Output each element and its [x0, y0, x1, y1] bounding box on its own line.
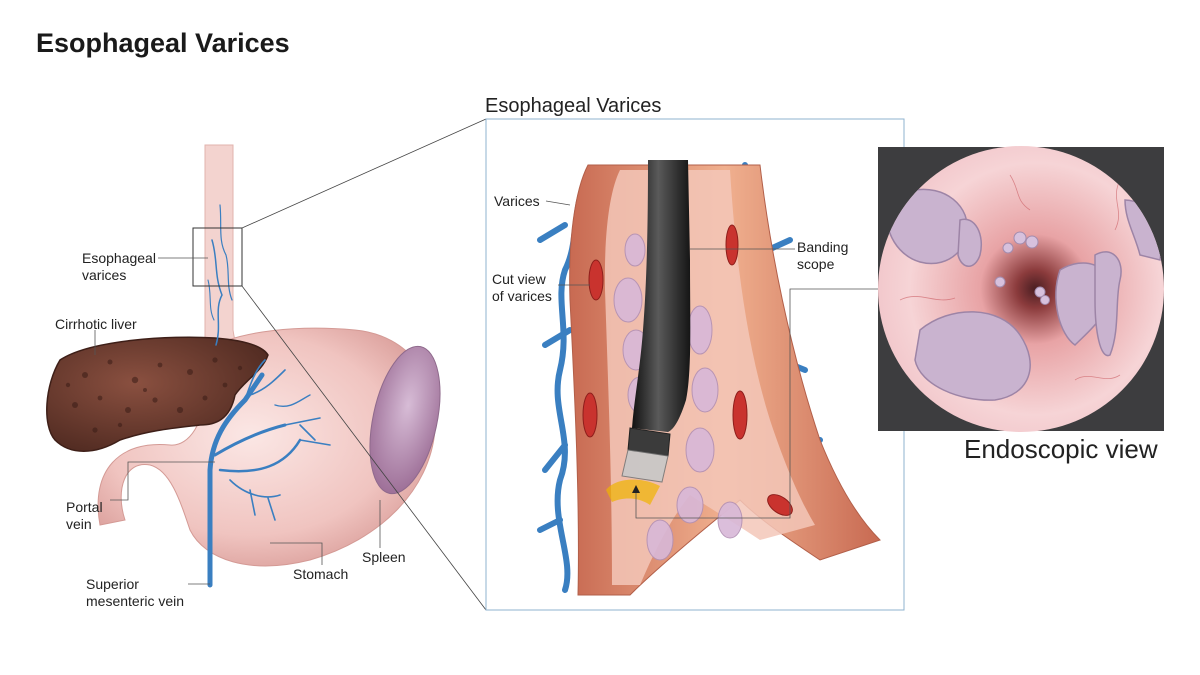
- label-stomach: Stomach: [293, 566, 349, 582]
- label-portal-vein: Portal vein: [66, 499, 103, 533]
- overview-anatomy: [46, 118, 487, 611]
- endoscopic-caption: Endoscopic view: [964, 434, 1158, 464]
- label-portal-vein-line1: Portal: [66, 499, 103, 515]
- label-cut-view-line2: of varices: [492, 288, 552, 304]
- label-esophageal-varices: Esophageal varices: [82, 250, 156, 284]
- liver-shape: [46, 336, 269, 452]
- inset-illustration: [537, 160, 881, 596]
- inset-leader-lines: [545, 200, 880, 519]
- label-portal-vein-line2: vein: [66, 516, 92, 532]
- label-cirrhotic-liver: Cirrhotic liver: [55, 316, 137, 332]
- label-superior-mesenteric-vein: Superior mesenteric vein: [86, 576, 184, 610]
- label-varices: Varices: [494, 193, 540, 209]
- label-superior-mesenteric-line2: mesenteric vein: [86, 593, 185, 609]
- label-cut-view: Cut view of varices: [492, 271, 552, 305]
- label-banding-scope-line1: Banding: [797, 239, 849, 255]
- portal-vein-system: [207, 204, 331, 588]
- banding-scope: [632, 160, 691, 432]
- zoom-region-box: [192, 227, 243, 287]
- label-superior-mesenteric-line1: Superior: [86, 576, 139, 592]
- label-esophageal-varices-line1: Esophageal: [82, 250, 156, 266]
- page-title: Esophageal Varices: [36, 28, 290, 58]
- endoscopic-varices: [886, 174, 1162, 401]
- label-cut-view-line1: Cut view: [492, 271, 546, 287]
- label-spleen: Spleen: [362, 549, 406, 565]
- inset-title: Esophageal Varices: [485, 95, 662, 117]
- label-esophageal-varices-line2: varices: [82, 267, 127, 283]
- overview-leader-lines: [94, 257, 381, 585]
- label-banding-scope: Banding scope: [797, 239, 848, 273]
- label-banding-scope-line2: scope: [797, 256, 835, 272]
- spleen-shape: [369, 345, 441, 495]
- cut-varices: [582, 224, 793, 516]
